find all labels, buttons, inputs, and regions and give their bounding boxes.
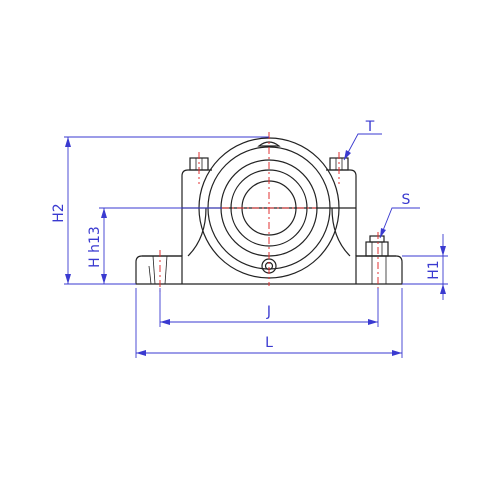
leader-S: [379, 207, 420, 239]
label-S: S: [402, 192, 411, 208]
grease-nipple-top: [257, 141, 281, 147]
dim-L-arrow-left: [136, 350, 146, 356]
right-shoulder: [326, 169, 357, 256]
dimensions: [64, 133, 448, 358]
dim-H-arrow-bottom: [101, 274, 107, 284]
label-H1: H1: [426, 260, 442, 279]
base-nut-right: [365, 235, 389, 284]
dim-J-arrow-right: [368, 319, 378, 325]
left-sweep: [187, 207, 207, 257]
centerlines: [159, 132, 379, 292]
dim-H-arrow-top: [101, 208, 107, 218]
dim-H1-arrow-bottom: [440, 284, 446, 294]
left-slot: [148, 255, 168, 285]
label-H-h13: H h13: [87, 226, 103, 268]
dim-H2-arrow-bottom: [65, 274, 71, 284]
label-H2: H2: [51, 203, 67, 222]
left-shoulder: [181, 169, 212, 256]
dim-H1-arrow-top: [440, 246, 446, 256]
dim-J-arrow-left: [160, 319, 170, 325]
labels: H2 H h13 H1 J L T S: [51, 119, 442, 351]
label-T: T: [365, 119, 375, 135]
label-L: L: [265, 335, 273, 351]
leader-S-arrow: [380, 228, 386, 238]
leader-T-arrow: [344, 150, 351, 160]
dim-L-arrow-right: [392, 350, 402, 356]
right-sweep: [331, 207, 351, 257]
dim-H2-arrow-top: [65, 137, 71, 147]
leader-T: [343, 133, 382, 161]
label-J: J: [266, 304, 271, 320]
